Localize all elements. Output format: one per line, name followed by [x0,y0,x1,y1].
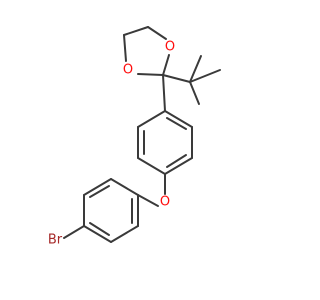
bond-ring2-2 [83,178,112,196]
bond-quat-to-ring [162,74,166,112]
bond-ring-c-c [123,26,149,36]
bond-ring2-double-a [89,185,110,198]
bond-ring1-3 [164,157,193,175]
bond-ring-o-quat-left [137,73,164,76]
oxygen-ring-top-label: O [165,40,175,55]
bond-ring-c-o-top [147,26,167,40]
bond-ring1-double-b [166,154,187,168]
dioxolane-ring [123,26,170,76]
bond-ring2-5 [110,225,139,243]
bond-quat-to-tbutyl [162,74,191,83]
bond-ring2-1 [110,178,139,196]
bond-ring2-4 [83,225,112,243]
lower-benzene-ring [83,178,139,243]
oxygen-ether-label: O [160,195,170,210]
ether-linkage [137,173,166,207]
bond-ring2-double-b [89,222,110,236]
bond-tbutyl-methyl-right [189,69,221,83]
upper-benzene-ring [137,74,193,175]
bond-ring1-4 [137,157,166,175]
bromine-label: Br [48,233,63,248]
bond-ring1-1 [164,110,193,128]
oxygen-ring-left-label: O [123,63,133,78]
bond-tbutyl-methyl-down [189,81,200,105]
bond-ring1-double-a [166,117,187,130]
bond-ring2-to-br [63,225,85,239]
bond-ring-o-quat-top [162,54,170,76]
tert-butyl-group [162,55,221,105]
bond-ring1-6 [137,110,166,128]
bond-o-to-ring2 [137,194,159,207]
bond-ring-c-o-left [123,34,127,62]
molecule-structure-diagram: O O O Br [48,26,221,248]
bond-tbutyl-methyl-up [189,55,202,83]
